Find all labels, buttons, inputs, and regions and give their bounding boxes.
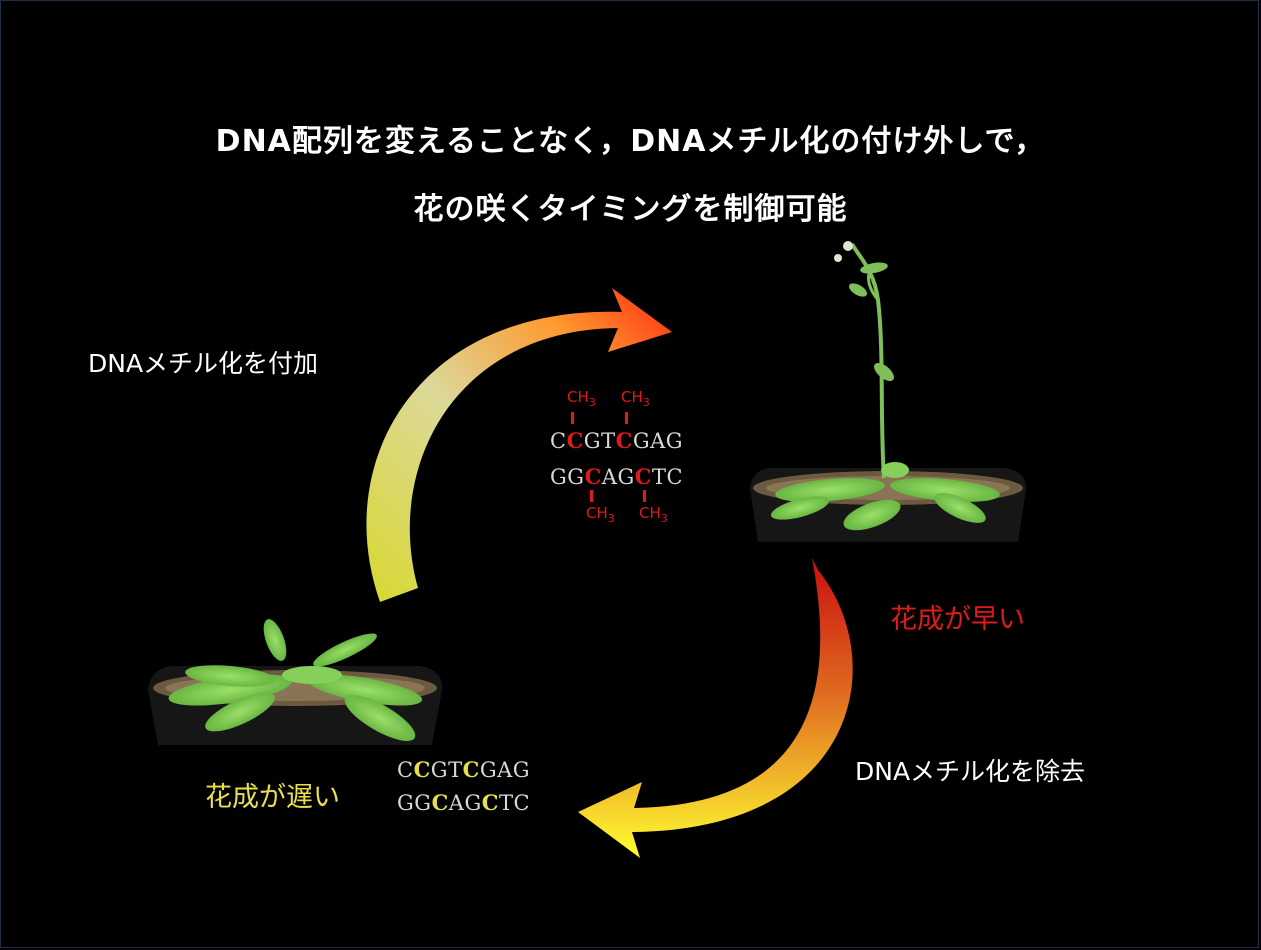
methylated-bottom-strand: GGCAGCTC xyxy=(550,464,683,489)
methyl-group-top-1: CH3 xyxy=(567,388,596,409)
title-line-1: DNA配列を変えることなく，DNAメチル化の付け外しで， xyxy=(0,116,1261,160)
unmethylated-top-strand: CCGTCGAG xyxy=(397,757,530,782)
label-remove-methylation: DNAメチル化を除去 xyxy=(855,752,1085,788)
plant-late-flowering xyxy=(148,616,442,749)
methylated-top-strand: CCGTCGAG xyxy=(550,428,683,453)
methyl-group-bottom-1: CH3 xyxy=(586,504,615,525)
plant-early-flowering xyxy=(750,241,1026,542)
unmethylated-bottom-strand: GGCAGCTC xyxy=(397,790,530,815)
methyl-group-top-2: CH3 xyxy=(621,388,650,409)
methyl-bond xyxy=(643,490,646,502)
methyl-group-bottom-2: CH3 xyxy=(639,504,668,525)
label-early-flowering: 花成が早い xyxy=(890,597,1025,636)
label-late-flowering: 花成が遅い xyxy=(205,775,340,814)
label-add-methylation: DNAメチル化を付加 xyxy=(88,344,318,380)
methyl-bond xyxy=(571,412,574,424)
methyl-bond xyxy=(625,412,628,424)
methyl-bond xyxy=(590,490,593,502)
title-line-2: 花の咲くタイミングを制御可能 xyxy=(0,184,1261,228)
arrow-remove-methylation xyxy=(578,558,853,858)
